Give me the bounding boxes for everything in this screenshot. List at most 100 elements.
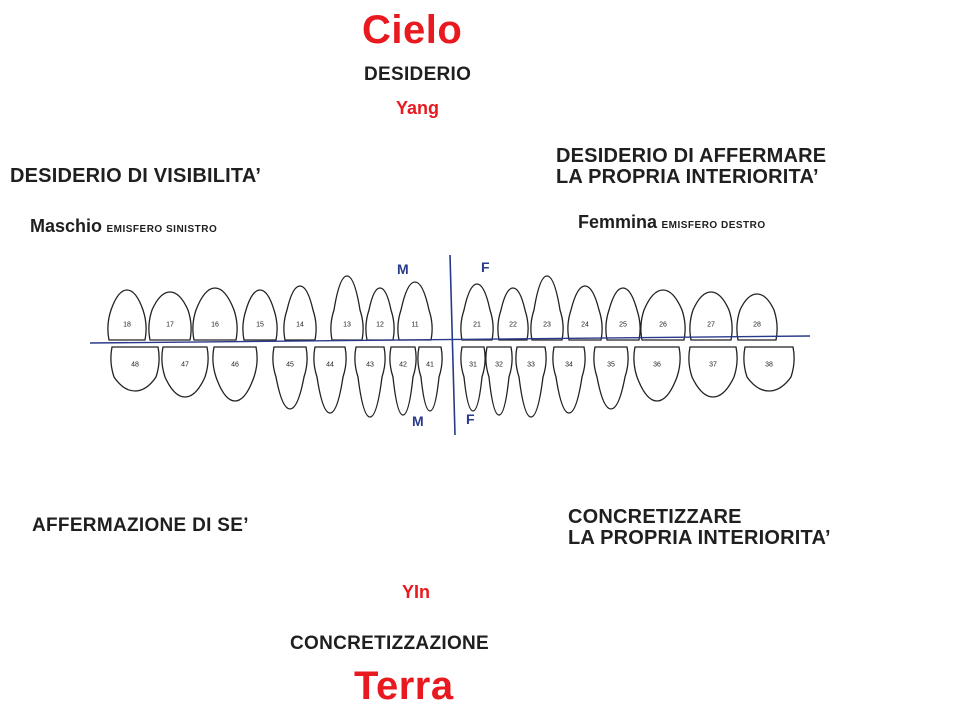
tooth-outline xyxy=(110,346,160,392)
title-terra: Terra xyxy=(354,664,454,708)
femmina-sub: EMISFERO DESTRO xyxy=(661,220,766,231)
tooth-outline xyxy=(633,346,681,402)
tooth: 28 xyxy=(736,293,778,341)
tooth: 11 xyxy=(397,281,433,341)
dental-chart: 18 17 16 15 14 13 12 11 21 22 23 24 25 26 27 28 48 47 46… xyxy=(89,254,811,436)
tooth: 48 xyxy=(110,346,160,392)
tooth-outline xyxy=(743,346,795,392)
upper-left-arch: 18 17 16 15 14 13 12 11 xyxy=(107,275,433,341)
tooth-outline xyxy=(736,293,778,341)
tooth-outline xyxy=(689,291,733,341)
tooth: 46 xyxy=(212,346,258,402)
tooth: 44 xyxy=(313,346,347,414)
tooth-outline xyxy=(397,281,433,341)
tooth: 32 xyxy=(485,346,513,416)
text-line: CONCRETIZZARE xyxy=(568,506,742,528)
tooth: 23 xyxy=(530,275,564,341)
lower-right-arch: 31 32 33 34 35 36 37 38 xyxy=(460,346,795,418)
tooth-number: 38 xyxy=(765,362,773,369)
occlusal-line xyxy=(89,335,811,344)
label-desiderio: DESIDERIO xyxy=(364,64,472,85)
text-line: DESIDERIO DI AFFERMARE xyxy=(556,145,827,167)
tooth-outline xyxy=(688,346,738,398)
text-concretizzare: CONCRETIZZARE LA PROPRIA INTERIORITA’ xyxy=(568,507,831,549)
tooth-outline xyxy=(242,289,278,341)
text-desiderio-affermare: DESIDERIO DI AFFERMARE LA PROPRIA INTERI… xyxy=(556,146,826,188)
tooth: 14 xyxy=(283,285,317,341)
tooth-number: 37 xyxy=(709,362,717,369)
tooth-number: 15 xyxy=(256,322,264,329)
tooth-number: 33 xyxy=(527,362,535,369)
tooth-number: 13 xyxy=(343,322,351,329)
maschio-sub: EMISFERO SINISTRO xyxy=(106,224,218,235)
tooth-number: 11 xyxy=(411,322,418,329)
text-line: LA PROPRIA INTERIORITA’ xyxy=(568,527,831,549)
tooth-number: 41 xyxy=(426,362,434,369)
tooth-number: 43 xyxy=(366,362,374,369)
tooth: 42 xyxy=(389,346,417,416)
tooth: 26 xyxy=(640,289,686,341)
tooth-outline xyxy=(161,346,209,398)
tooth-outline xyxy=(107,289,147,341)
tooth-number: 16 xyxy=(211,322,219,329)
tooth-number: 18 xyxy=(123,322,131,329)
tooth-number: 42 xyxy=(399,362,407,369)
tooth: 22 xyxy=(497,287,529,341)
tooth: 45 xyxy=(272,346,308,410)
tooth: 31 xyxy=(460,346,486,412)
letter-m-bottom: M xyxy=(412,413,424,429)
tooth-outline xyxy=(460,346,486,412)
tooth-number: 36 xyxy=(653,362,661,369)
tooth-outline xyxy=(640,289,686,341)
tooth-number: 12 xyxy=(376,322,384,329)
letter-f-bottom: F xyxy=(466,411,475,427)
tooth: 38 xyxy=(743,346,795,392)
tooth-outline xyxy=(354,346,386,418)
tooth-outline xyxy=(272,346,308,410)
femmina-label: Femmina xyxy=(578,212,658,232)
letter-m-top: M xyxy=(397,261,409,277)
text-line: LA PROPRIA INTERIORITA’ xyxy=(556,166,819,188)
tooth: 16 xyxy=(192,287,238,341)
tooth-outline xyxy=(497,287,529,341)
label-femmina: Femmina EMISFERO DESTRO xyxy=(578,212,766,233)
tooth-number: 27 xyxy=(707,322,715,329)
tooth-number: 34 xyxy=(565,362,573,369)
tooth: 36 xyxy=(633,346,681,402)
tooth-number: 24 xyxy=(581,322,589,329)
tooth-number: 23 xyxy=(543,322,551,329)
tooth: 41 xyxy=(417,346,443,412)
tooth: 43 xyxy=(354,346,386,418)
tooth-outline xyxy=(283,285,317,341)
title-cielo: Cielo xyxy=(362,8,463,52)
tooth-outline xyxy=(605,287,641,341)
tooth-number: 26 xyxy=(659,322,667,329)
tooth: 37 xyxy=(688,346,738,398)
label-yang: Yang xyxy=(396,98,440,118)
tooth-outline xyxy=(148,291,192,341)
tooth-number: 46 xyxy=(231,362,239,369)
tooth-outline xyxy=(365,287,395,341)
maschio-label: Maschio xyxy=(30,216,103,236)
tooth-number: 32 xyxy=(495,362,503,369)
tooth-number: 25 xyxy=(619,322,627,329)
tooth-outline xyxy=(212,346,258,402)
tooth-outline xyxy=(460,283,494,341)
tooth-outline xyxy=(593,346,629,410)
tooth: 27 xyxy=(689,291,733,341)
label-yin: YIn xyxy=(402,582,431,602)
tooth: 18 xyxy=(107,289,147,341)
tooth-number: 28 xyxy=(753,322,761,329)
tooth: 13 xyxy=(330,275,364,341)
tooth-number: 47 xyxy=(181,362,189,369)
tooth-outline xyxy=(417,346,443,412)
tooth-number: 48 xyxy=(131,362,139,369)
tooth-outline xyxy=(313,346,347,414)
letter-f-top: F xyxy=(481,259,490,275)
tooth-number: 31 xyxy=(469,362,477,369)
tooth-number: 21 xyxy=(473,322,481,329)
tooth: 17 xyxy=(148,291,192,341)
upper-right-arch: 21 22 23 24 25 26 27 28 xyxy=(460,275,778,341)
tooth-number: 35 xyxy=(607,362,615,369)
